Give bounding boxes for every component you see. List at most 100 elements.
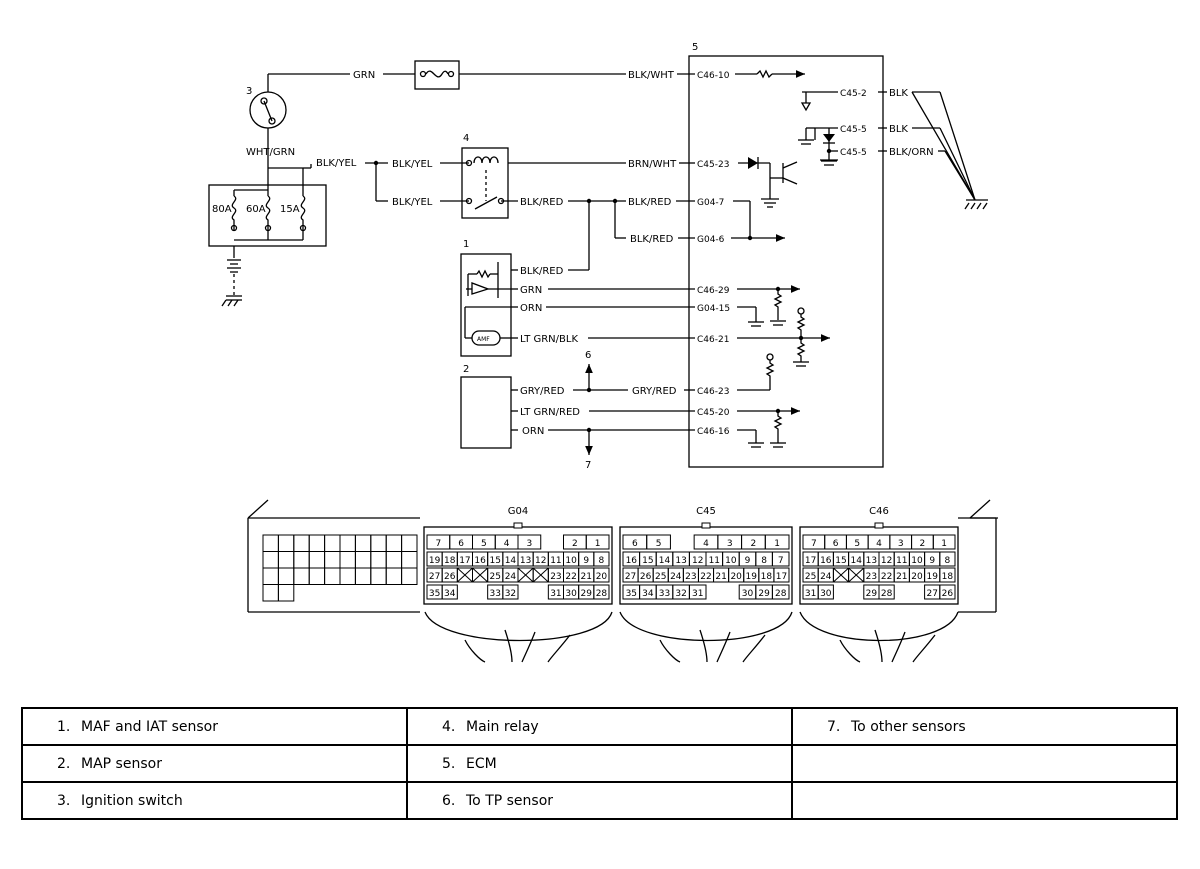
pin-number: 10	[725, 556, 737, 566]
legend-number: 7.	[827, 718, 841, 735]
wire-label-wht-grn: WHT/GRN	[246, 147, 295, 158]
wiring-diagram: 5 3 WHT/GRN GRN BLK/WHT C46-10 BLK/YEL	[208, 42, 998, 663]
pin-number: 16	[474, 556, 486, 566]
legend-number: 3.	[57, 792, 71, 809]
pin-number: 3	[898, 539, 904, 549]
pin-number: 2	[920, 539, 926, 549]
pin-number: 28	[775, 589, 787, 599]
blank-cavity	[339, 534, 356, 552]
terminal-c46-29: C46-29	[697, 286, 730, 296]
wire-label-orn: ORN	[520, 303, 542, 314]
pin-number: 23	[550, 572, 561, 582]
wire-label-blk-yel-2: BLK/YEL	[392, 197, 433, 208]
wire-label-blk-1: BLK	[889, 88, 908, 99]
wire-label-gry-red-2: GRY/RED	[632, 386, 677, 397]
legend-number: 4.	[442, 718, 456, 735]
blank-cavity	[308, 551, 326, 569]
pin-number: 22	[881, 572, 892, 582]
pin-number: 17	[776, 572, 787, 582]
pin-number: 30	[820, 589, 832, 599]
fuse-label-15a: 15A	[280, 204, 300, 215]
pin-cavity	[932, 534, 956, 550]
blank-cavity	[370, 534, 387, 552]
pin-number: 35	[429, 589, 440, 599]
pin-number: 21	[896, 572, 907, 582]
pin-number: 26	[640, 572, 652, 582]
blank-cavity	[277, 551, 295, 569]
blank-cavity	[308, 567, 326, 585]
pin-number: 26	[444, 572, 456, 582]
blank-cavity	[293, 534, 310, 552]
pin-cavity	[939, 584, 956, 600]
pin-number: 19	[926, 572, 938, 582]
pin-cavity	[593, 551, 610, 567]
pin-number: 17	[805, 556, 816, 566]
pin-cavity	[939, 567, 956, 583]
pin-number: 3	[727, 539, 733, 549]
pin-number: 31	[805, 589, 816, 599]
wire-label-orn-2: ORN	[522, 426, 544, 437]
legend-number: 5.	[442, 755, 456, 772]
blank-cavity	[339, 567, 356, 585]
pin-number: 23	[685, 572, 696, 582]
blank-cavity	[324, 551, 341, 569]
blank-cavity	[262, 551, 279, 569]
to-tp-sensor-number: 6	[585, 350, 591, 361]
wire-label-blk-red-4: BLK/RED	[520, 266, 564, 277]
blocked-cavity	[833, 567, 849, 583]
connector-name: C45	[696, 506, 716, 517]
pin-number: 31	[550, 589, 561, 599]
maf-iat-sensor-number: 1	[463, 239, 469, 250]
to-other-sensors-number: 7	[585, 460, 591, 471]
terminal-g04-7: G04-7	[697, 198, 724, 208]
wire-label-lt-grn-red: LT GRN/RED	[520, 407, 580, 418]
pin-number: 10	[565, 556, 577, 566]
pin-number: 18	[444, 556, 456, 566]
blank-cavity	[354, 551, 372, 569]
pin-number: 31	[692, 589, 703, 599]
pin-number: 20	[730, 572, 742, 582]
pin-number: 15	[835, 556, 846, 566]
pin-number: 26	[942, 589, 954, 599]
blank-cavity	[293, 551, 310, 569]
ignition-switch-number: 3	[246, 86, 252, 97]
pin-number: 17	[459, 556, 470, 566]
pin-number: 11	[550, 556, 561, 566]
legend-number: 2.	[57, 755, 71, 772]
pin-number: 24	[670, 572, 682, 582]
pin-cavity	[773, 567, 790, 583]
wire-label-blk-yel-1: BLK/YEL	[392, 159, 433, 170]
blank-cavity	[385, 567, 403, 585]
wire-label-grn: GRN	[520, 285, 542, 296]
wire-label-blk-yel-fusebox: BLK/YEL	[316, 158, 357, 169]
wire-label-gry-red-1: GRY/RED	[520, 386, 565, 397]
legend-number: 6.	[442, 792, 456, 809]
fuse-60a	[264, 195, 272, 232]
battery-ground-icon	[221, 246, 242, 307]
pin-number: 30	[742, 589, 754, 599]
blank-cavity	[354, 567, 372, 585]
pin-number: 4	[876, 539, 882, 549]
blank-cavity	[308, 534, 326, 552]
blocked-cavity	[517, 567, 534, 583]
pin-cavity	[593, 567, 610, 583]
pin-number: 6	[632, 539, 638, 549]
pin-number: 29	[866, 589, 878, 599]
pin-number: 24	[820, 572, 832, 582]
terminal-c46-21: C46-21	[697, 335, 729, 345]
pin-cavity	[585, 534, 610, 550]
pin-cavity	[688, 584, 707, 600]
pin-number: 27	[429, 572, 440, 582]
pin-number: 29	[581, 589, 593, 599]
pin-cavity	[646, 534, 671, 550]
legend-text: To TP sensor	[466, 792, 554, 809]
fuse-label-80a: 80A	[212, 204, 232, 215]
pin-number: 15	[642, 556, 653, 566]
blank-cavity	[354, 534, 372, 552]
terminal-c46-23: C46-23	[697, 387, 729, 397]
pin-number: 7	[811, 539, 817, 549]
pin-number: 28	[596, 589, 608, 599]
terminal-c45-20: C45-20	[697, 408, 730, 418]
pin-number: 1	[941, 539, 947, 549]
